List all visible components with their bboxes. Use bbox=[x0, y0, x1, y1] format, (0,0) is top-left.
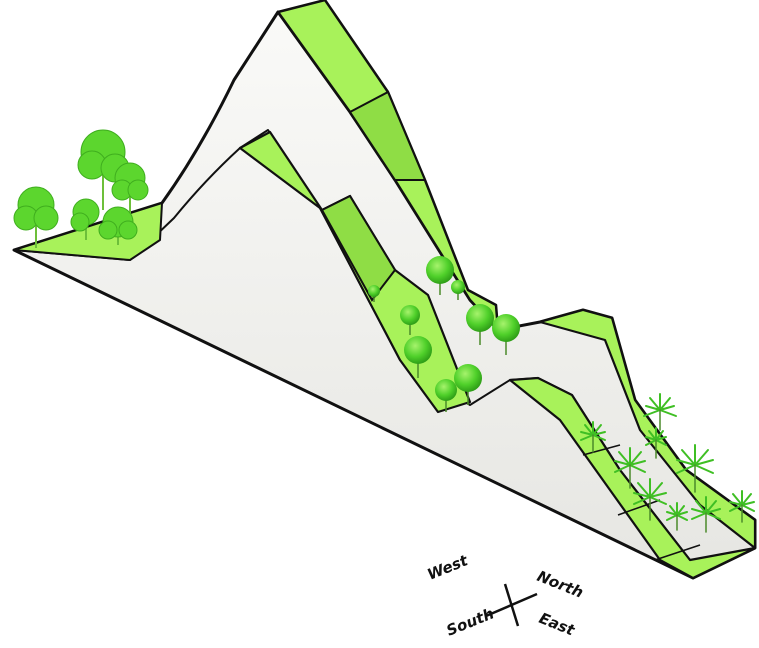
terrace-east-lower bbox=[508, 376, 757, 580]
round-tree-icon bbox=[466, 304, 494, 345]
round-tree-icon bbox=[492, 314, 520, 355]
compass-south: South bbox=[444, 604, 497, 639]
compass-rose: West North South East bbox=[425, 551, 586, 640]
palm-tree-icon bbox=[580, 421, 606, 453]
round-tree-icon bbox=[400, 305, 420, 335]
round-tree-icon bbox=[404, 336, 432, 378]
terrace-upper-ridge-face bbox=[348, 90, 427, 181]
round-tree-icon bbox=[435, 379, 457, 412]
palm-tree-icon bbox=[676, 444, 714, 493]
terrace-middle-face bbox=[320, 194, 397, 302]
broadleaf-tree-icon bbox=[111, 162, 149, 215]
terrace-east-divider bbox=[582, 444, 701, 561]
broadleaf-tree-icon bbox=[98, 206, 138, 245]
compass-east: East bbox=[537, 609, 578, 640]
palm-tree-icon bbox=[643, 393, 677, 431]
palm-tree-icon bbox=[729, 490, 755, 523]
round-tree-icon bbox=[426, 256, 454, 295]
compass-north: North bbox=[535, 567, 586, 602]
compass-west: West bbox=[425, 551, 471, 584]
terrace-east-upper bbox=[538, 308, 757, 550]
palm-tree-icon bbox=[614, 447, 646, 489]
round-tree-icon bbox=[451, 280, 465, 300]
broadleaf-tree-icon bbox=[77, 129, 130, 210]
broadleaf-tree-icon bbox=[70, 198, 100, 240]
round-tree-icon bbox=[454, 364, 482, 405]
palm-tree-icon bbox=[666, 502, 688, 531]
palm-tree-icon bbox=[633, 478, 667, 521]
round-tree-icon bbox=[368, 285, 380, 302]
palm-tree-icon bbox=[645, 427, 667, 459]
compass-axis-ns bbox=[503, 583, 520, 627]
palm-tree-icon bbox=[691, 496, 721, 533]
broadleaf-tree-icon bbox=[13, 186, 59, 248]
